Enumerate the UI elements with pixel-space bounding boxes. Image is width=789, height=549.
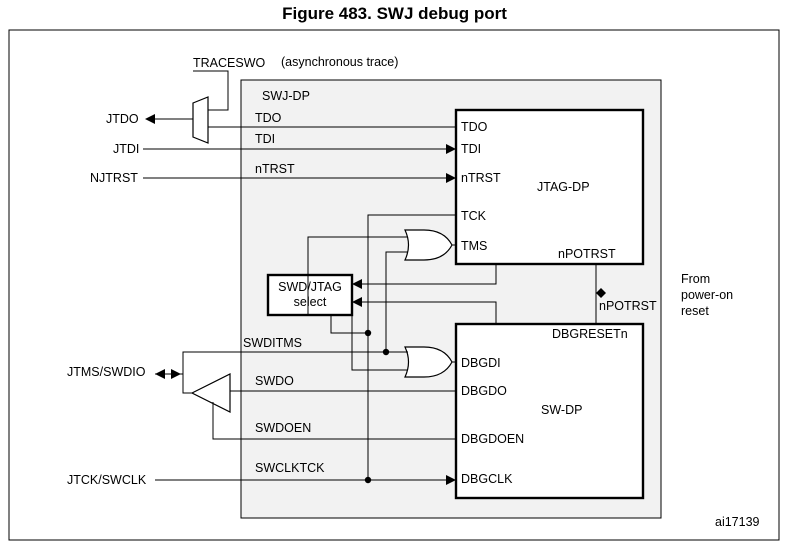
swdp-to-select-wire — [362, 301, 497, 324]
por-label-line2: power-on — [681, 288, 733, 302]
traceswo-wire — [193, 70, 229, 111]
npotrst-label: nPOTRST — [599, 299, 657, 313]
tms-or-gate-symbol — [404, 229, 453, 261]
sw-dbgdo-pin: DBGDO — [461, 384, 507, 398]
jtms-swdio-label: JTMS/SWDIO — [67, 365, 146, 379]
njtrst-label: NJTRST — [90, 171, 138, 185]
sw-dbgdi-pin: DBGDI — [461, 356, 501, 370]
swdp-to-select-arrowhead — [352, 297, 362, 307]
jtag-tdi-pin: TDI — [461, 142, 481, 156]
select-to-clock-wire — [330, 315, 368, 334]
jtag-tck-pin: TCK — [461, 209, 487, 223]
sw-dbgclk-pin: DBGCLK — [461, 472, 513, 486]
por-label-line1: From — [681, 272, 710, 286]
sw-dbgdoen-pin: DBGDOEN — [461, 432, 524, 446]
select-to-tms-gate-wire — [307, 236, 408, 315]
dbgclk-arrowhead — [446, 475, 456, 485]
ntrst-signal-label: nTRST — [255, 162, 295, 176]
swdo-signal-label: SWDO — [255, 374, 294, 388]
jtag-dp-label: JTAG-DP — [537, 180, 590, 194]
swdio-left-arrowhead — [155, 369, 165, 379]
swd-jtag-select-block — [266, 273, 354, 317]
figure-code: ai17139 — [715, 515, 760, 529]
select-label-line1: SWD/JTAG — [278, 280, 342, 294]
swditms-junction-dot — [382, 348, 390, 356]
tdo-signal-label: TDO — [255, 111, 282, 125]
swdoen-wire — [212, 402, 456, 440]
swclk-junction-dot — [364, 476, 372, 484]
swdoen-signal-label: SWDOEN — [255, 421, 311, 435]
tdo-mux-symbol — [192, 96, 209, 144]
jtag-ntrst-pin: nTRST — [461, 171, 501, 185]
jtdo-arrowhead — [145, 114, 155, 124]
swclktck-signal-label: SWCLKTCK — [255, 461, 325, 475]
ntrst-arrowhead — [446, 173, 456, 183]
jtag-tdo-pin: TDO — [461, 120, 488, 134]
tck-wire — [367, 214, 456, 480]
sw-dp-block — [454, 322, 645, 500]
jtdo-label: JTDO — [106, 112, 139, 126]
swj-dp-label: SWJ-DP — [262, 89, 310, 103]
swditms-signal-label: SWDITMS — [243, 336, 302, 350]
select-label-line2: select — [294, 295, 327, 309]
select-to-dbgdi-gate-wire — [351, 315, 408, 371]
jtdi-label: JTDI — [113, 142, 139, 156]
dbgdi-or-gate-symbol — [404, 346, 453, 378]
tdi-signal-label: TDI — [255, 132, 275, 146]
jtag-to-select-arrowhead — [352, 279, 362, 289]
swditms-to-tms-gate-wire — [385, 251, 408, 352]
por-label-line3: reset — [681, 304, 709, 318]
swditms-wire — [182, 351, 408, 374]
jtag-to-select-wire — [362, 264, 497, 285]
jtag-tms-pin: TMS — [461, 239, 487, 253]
traceswo-label: TRACESWO — [193, 56, 266, 70]
swdo-buffer-output-wire — [182, 374, 192, 394]
jtag-npotrst-pin: nPOTRST — [558, 247, 616, 261]
tdi-arrowhead — [446, 144, 456, 154]
jtck-swclk-label: JTCK/SWCLK — [67, 473, 147, 487]
sw-dbgreset-pin: DBGRESETn — [552, 327, 628, 341]
jtag-dp-block — [454, 108, 645, 266]
outer-frame — [8, 29, 780, 541]
sw-dp-label: SW-DP — [541, 403, 582, 417]
swdio-right-arrowhead — [171, 369, 181, 379]
clock-junction-dot — [364, 329, 372, 337]
por-input-marker — [596, 288, 606, 298]
swdo-buffer-symbol — [190, 373, 231, 413]
traceswo-note: (asynchronous trace) — [281, 55, 398, 69]
figure-title: Figure 483. SWJ debug port — [282, 4, 507, 23]
